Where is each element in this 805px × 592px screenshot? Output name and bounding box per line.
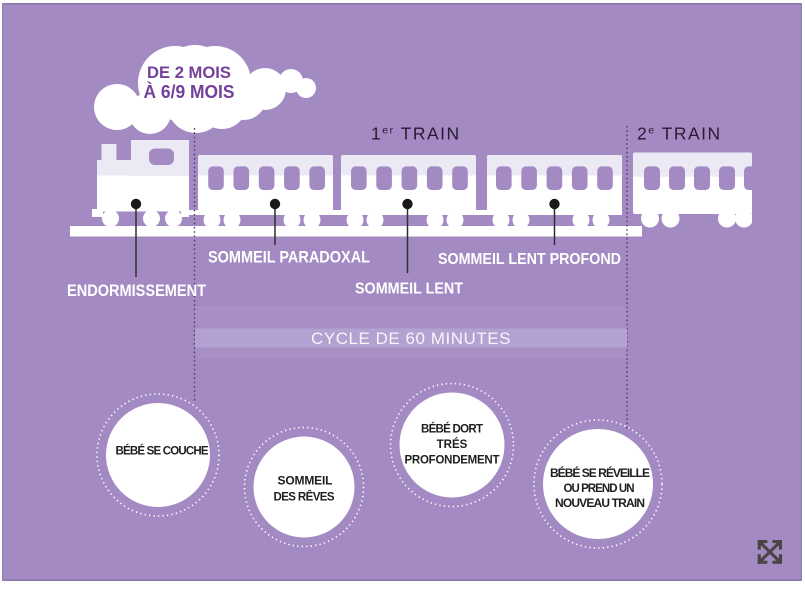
svg-text:À 6/9 MOIS: À 6/9 MOIS bbox=[144, 81, 235, 102]
svg-text:BÉBÉ DORT: BÉBÉ DORT bbox=[421, 423, 483, 436]
svg-text:BÉBÉ SE COUCHE: BÉBÉ SE COUCHE bbox=[116, 445, 209, 458]
svg-text:2e TRAIN: 2e TRAIN bbox=[637, 124, 722, 144]
svg-text:TRÉS: TRÉS bbox=[437, 438, 468, 451]
svg-text:CYCLE DE 60 MINUTES: CYCLE DE 60 MINUTES bbox=[311, 329, 511, 348]
svg-text:SOMMEIL LENT PROFOND: SOMMEIL LENT PROFOND bbox=[438, 251, 621, 268]
svg-text:NOUVEAU TRAIN: NOUVEAU TRAIN bbox=[555, 496, 645, 510]
svg-text:DE 2 MOIS: DE 2 MOIS bbox=[147, 63, 231, 82]
svg-text:OU PREND UN: OU PREND UN bbox=[564, 483, 635, 495]
svg-text:PROFONDEMENT: PROFONDEMENT bbox=[405, 455, 500, 467]
svg-text:BÉBÉ SE RÉVEILLE: BÉBÉ SE RÉVEILLE bbox=[550, 465, 650, 480]
svg-text:DES RÊVES: DES RÊVES bbox=[274, 491, 335, 504]
svg-text:SOMMEIL LENT: SOMMEIL LENT bbox=[355, 281, 463, 298]
svg-text:SOMMEIL PARADOXAL: SOMMEIL PARADOXAL bbox=[208, 249, 370, 267]
svg-text:SOMMEIL: SOMMEIL bbox=[278, 474, 333, 488]
svg-text:ENDORMISSEMENT: ENDORMISSEMENT bbox=[67, 281, 207, 300]
svg-text:1er TRAIN: 1er TRAIN bbox=[371, 124, 461, 144]
